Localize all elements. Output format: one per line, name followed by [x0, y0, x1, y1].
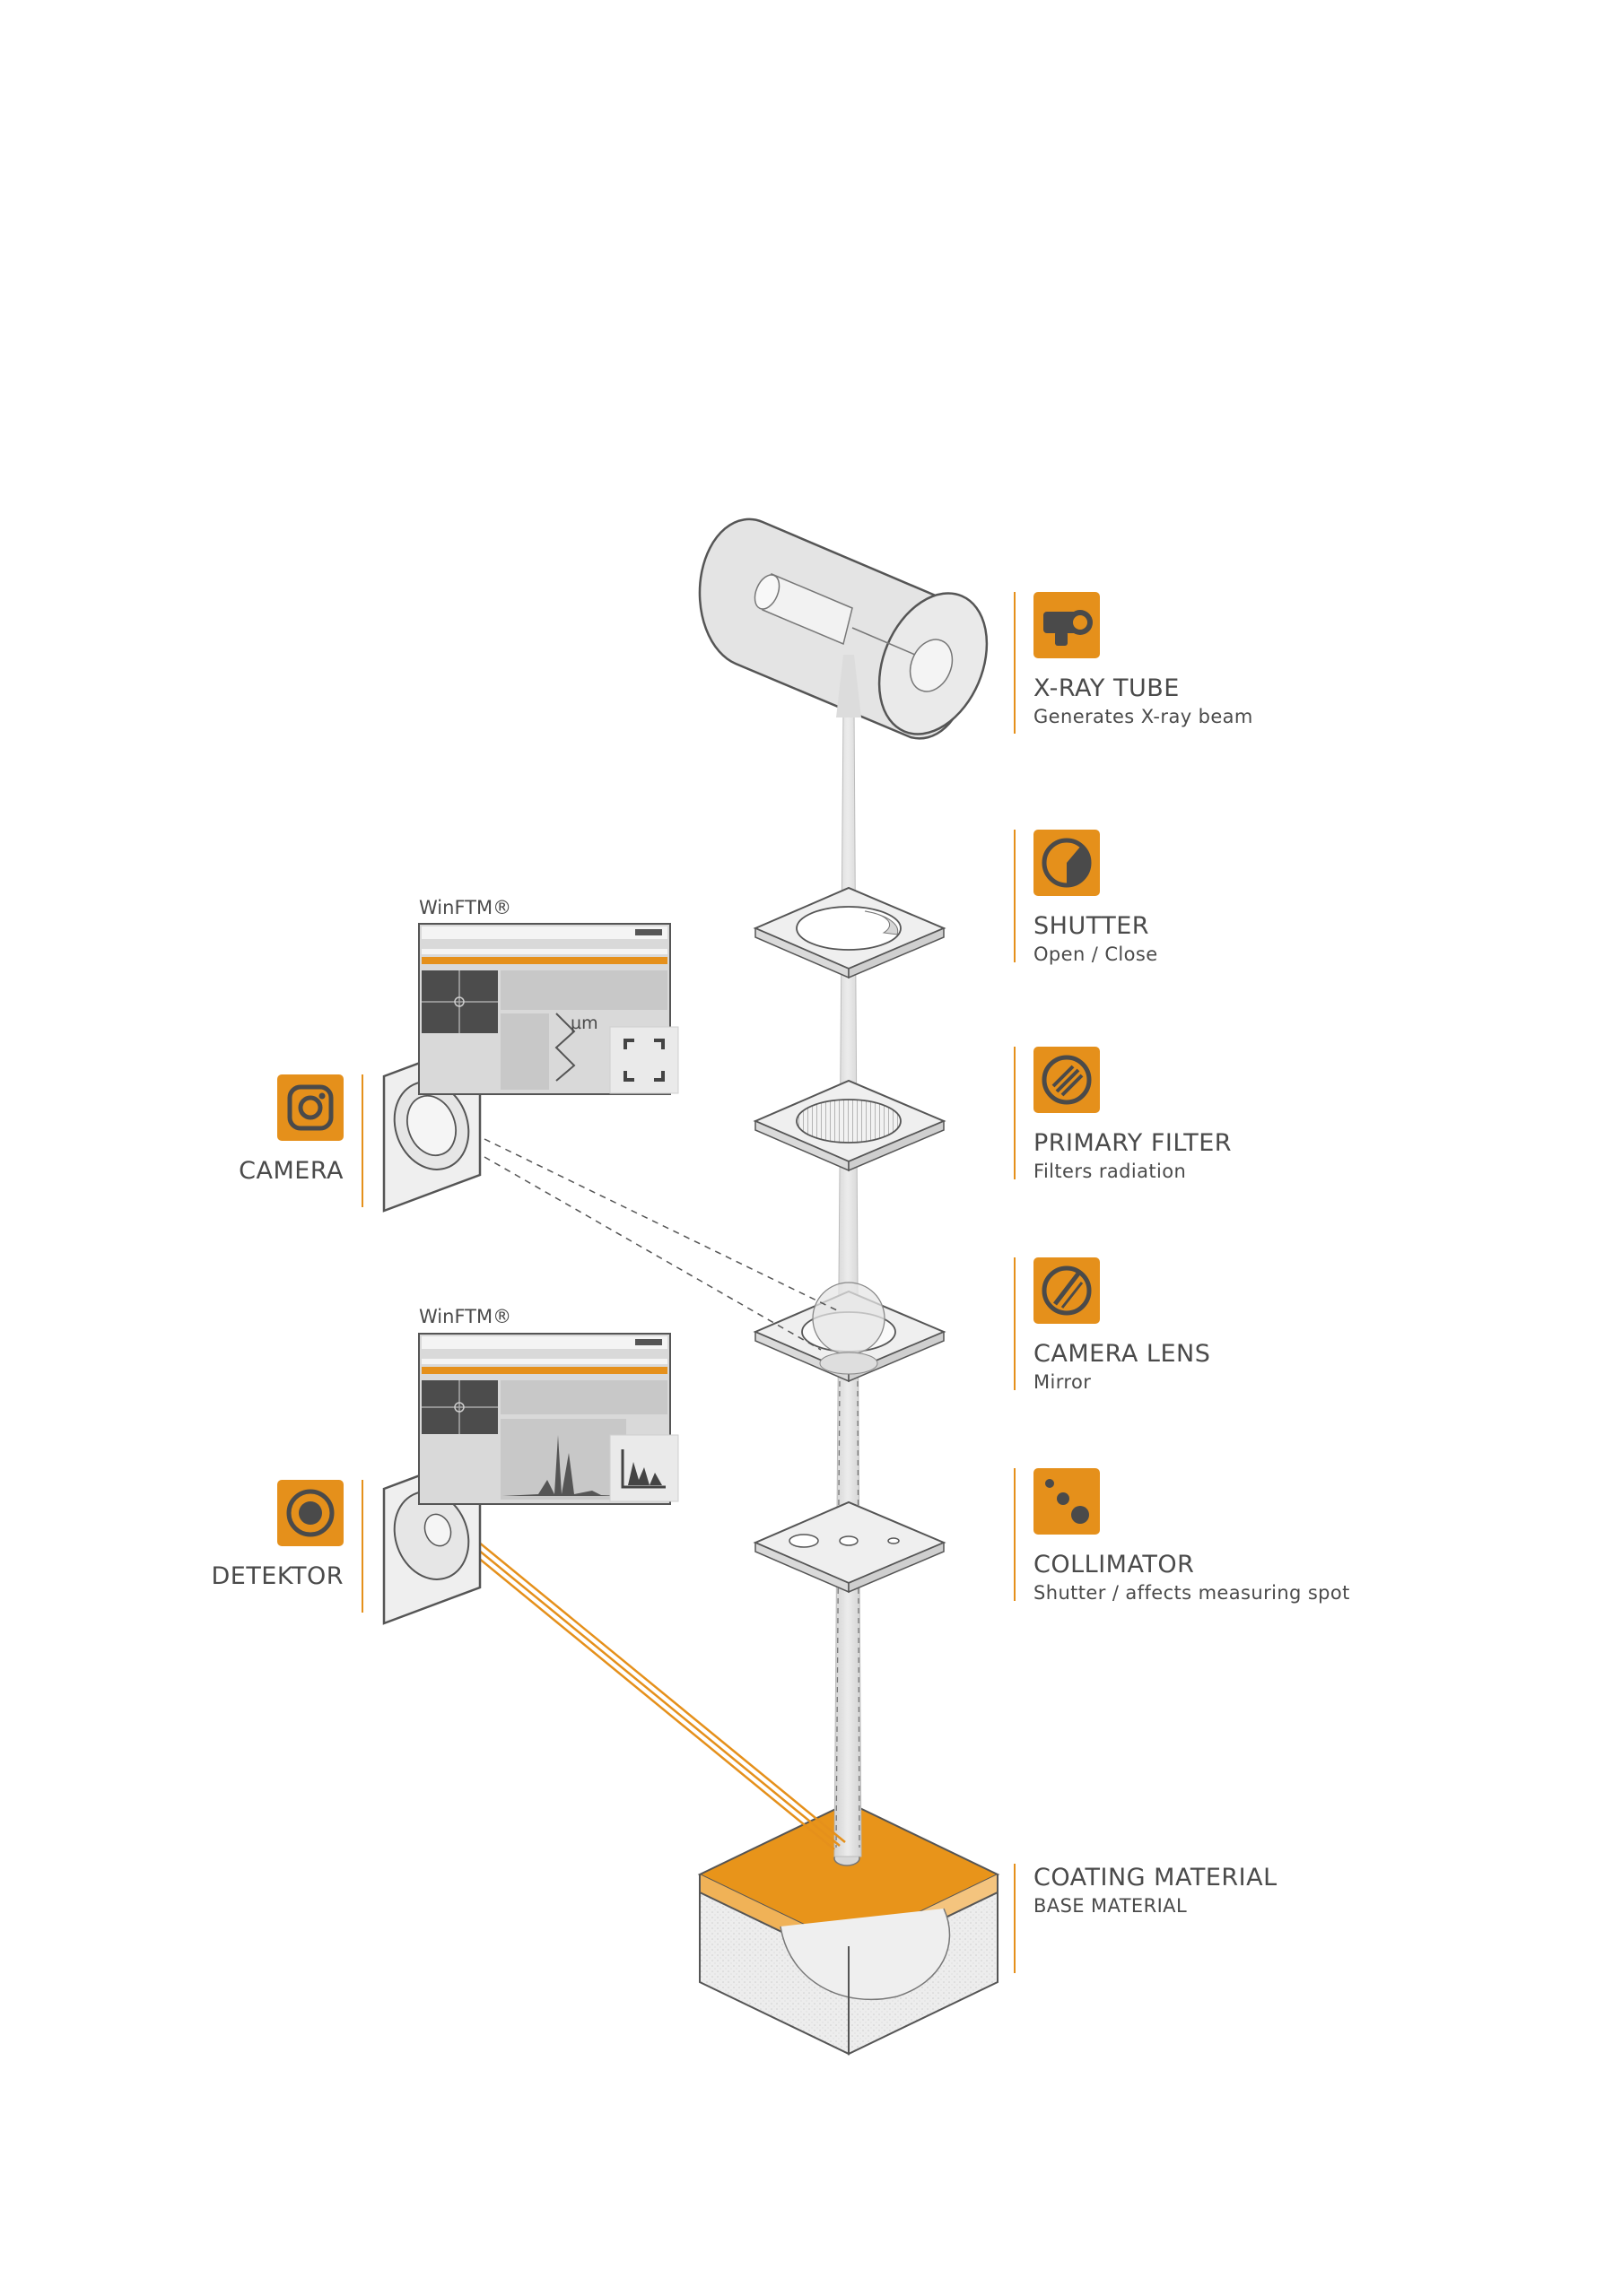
detector-title: DETEKTOR: [211, 1562, 344, 1590]
component-title: PRIMARY FILTER: [1033, 1129, 1233, 1157]
detector-label: DETEKTOR: [211, 1480, 363, 1613]
component-subtitle: Filters radiation: [1033, 1161, 1187, 1182]
divider: [1014, 1047, 1016, 1179]
component-subtitle: Open / Close: [1033, 944, 1158, 965]
collimator-icon: [1033, 1468, 1100, 1535]
sample-block: [697, 1801, 1000, 2056]
lens-mirror-icon: [1033, 1257, 1100, 1324]
coating-material-title: COATING MATERIAL: [1033, 1864, 1278, 1892]
divider: [362, 1074, 363, 1207]
base-material-subtitle: BASE MATERIAL: [1033, 1895, 1188, 1917]
divider: [1014, 1468, 1016, 1601]
divider: [1014, 1864, 1016, 1973]
winftm-window-camera: [418, 923, 679, 1095]
winftm-window-detector: [418, 1333, 679, 1505]
filter-icon: [1033, 1047, 1100, 1113]
winftm-label-detector: WinFTM®: [419, 1306, 512, 1327]
divider: [1014, 830, 1016, 962]
micrometer-unit: µm: [571, 1013, 598, 1033]
shutter-plate: [753, 886, 946, 979]
winftm-label-camera: WinFTM®: [419, 897, 512, 918]
camera-icon: [277, 1074, 344, 1141]
component-title: SHUTTER: [1033, 912, 1150, 940]
component-subtitle: Generates X-ray beam: [1033, 706, 1253, 727]
camera-sight-lines: [484, 1138, 840, 1351]
primary-filter-plate: [753, 1079, 946, 1172]
component-title: CAMERA LENS: [1033, 1340, 1211, 1368]
divider: [1014, 592, 1016, 734]
camera-label: CAMERA: [233, 1074, 363, 1207]
component-subtitle: Shutter / affects measuring spot: [1033, 1582, 1350, 1604]
component-title: X-RAY TUBE: [1033, 674, 1180, 702]
detector-icon: [277, 1480, 344, 1546]
xray-tube-icon: [1033, 592, 1100, 658]
collimator-plate: [753, 1500, 946, 1594]
xray-tube-drawing: [698, 517, 989, 740]
divider: [1014, 1257, 1016, 1390]
component-title: COLLIMATOR: [1033, 1551, 1195, 1578]
camera-lens-plate: [753, 1282, 946, 1383]
component-subtitle: Mirror: [1033, 1371, 1092, 1393]
shutter-icon: [1033, 830, 1100, 896]
camera-title: CAMERA: [239, 1157, 344, 1185]
divider: [362, 1480, 363, 1613]
fluorescence-lines: [437, 1517, 846, 1850]
